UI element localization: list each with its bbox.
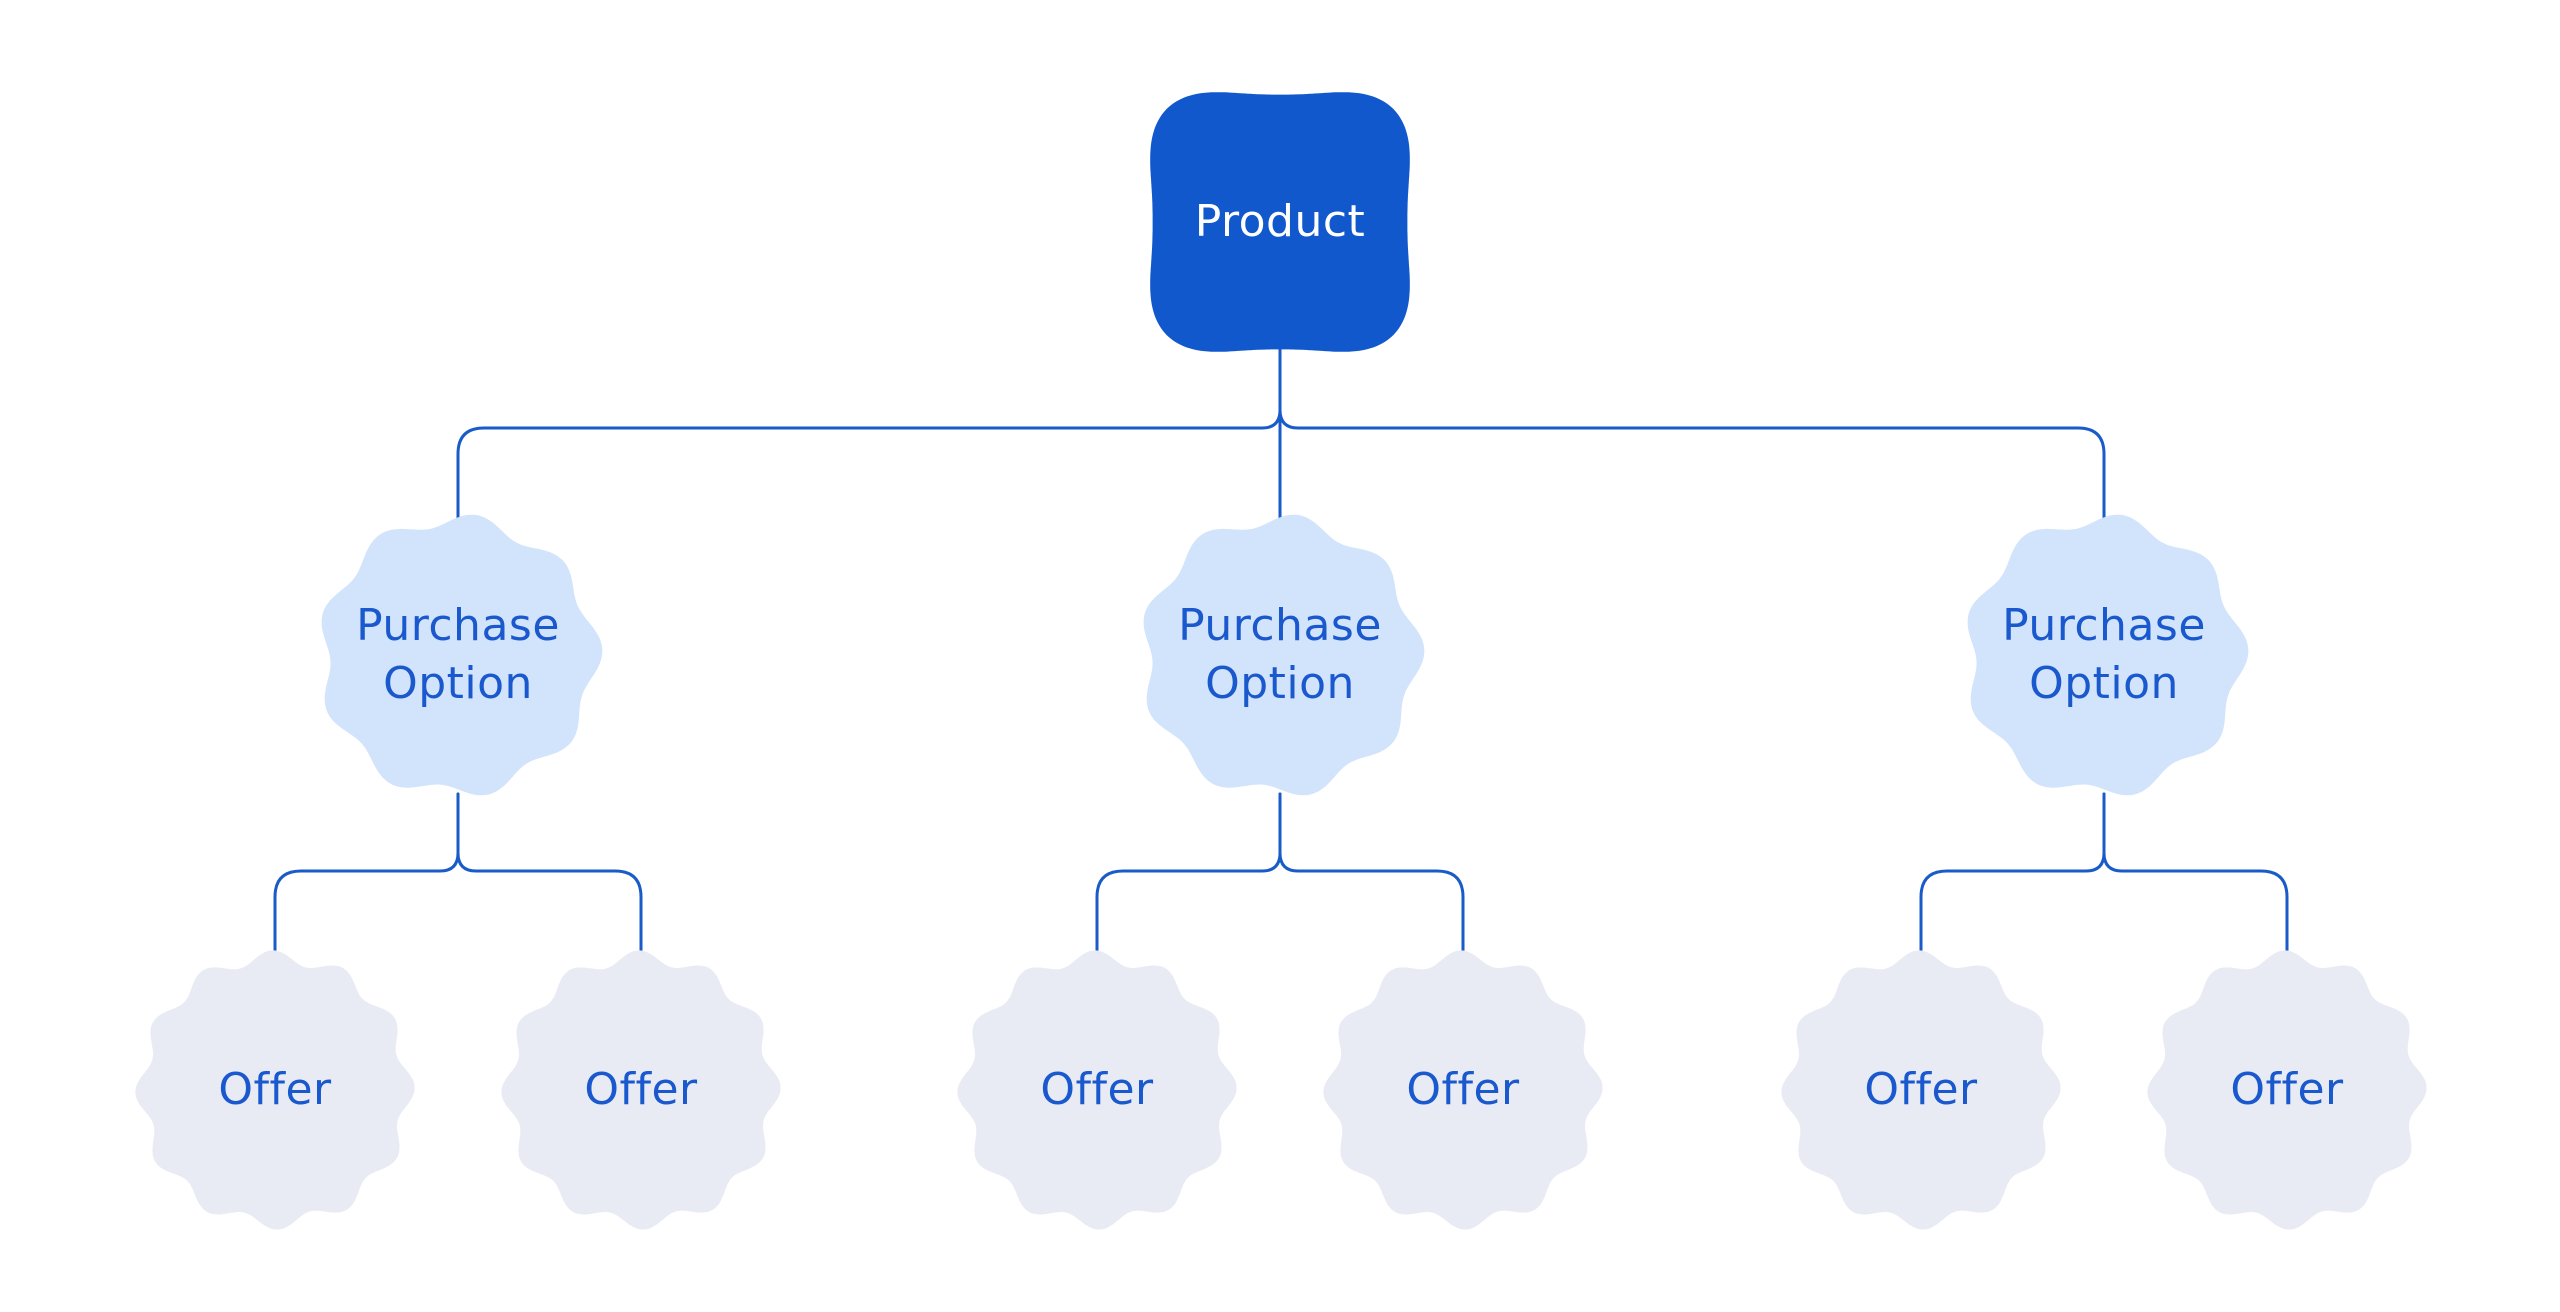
offer-node-shape — [957, 950, 1237, 1230]
purchase-option-node-shape — [1143, 514, 1425, 796]
purchase-option-label-line2: Option — [2029, 658, 2179, 709]
purchase-option-node-label: Purchase Option — [356, 597, 560, 713]
connector-po1-to-offer1 — [273, 792, 460, 952]
offer-node-label: Offer — [1040, 1064, 1154, 1115]
offer-node-shape — [135, 950, 415, 1230]
offer-node-shape — [1323, 950, 1603, 1230]
offer-node-label: Offer — [1406, 1064, 1520, 1115]
connector-root-to-po-right — [1278, 348, 2106, 520]
product-node-shape — [1150, 92, 1410, 352]
purchase-option-label-line1: Purchase — [1178, 600, 1382, 651]
connector-lines — [273, 348, 2289, 952]
offer-node-label: Offer — [584, 1064, 698, 1115]
purchase-option-node-label: Purchase Option — [2002, 597, 2206, 713]
connector-po2-to-offer2 — [1278, 792, 1465, 952]
offer-node-label: Offer — [2230, 1064, 2344, 1115]
connector-po2-to-offer1 — [1095, 792, 1282, 952]
connector-po1-to-offer2 — [456, 792, 643, 952]
purchase-option-node-shape — [321, 514, 603, 796]
product-node-label: Product — [1194, 196, 1366, 247]
offer-node-shape — [501, 950, 781, 1230]
connector-root-to-po-left — [456, 348, 1282, 520]
purchase-option-node-shape — [1967, 514, 2249, 796]
purchase-option-label-line2: Option — [383, 658, 533, 709]
purchase-option-label-line1: Purchase — [356, 600, 560, 651]
purchase-option-label-line2: Option — [1205, 658, 1355, 709]
offer-node-shape — [1781, 950, 2061, 1230]
purchase-option-node-label: Purchase Option — [1178, 597, 1382, 713]
offer-node-label: Offer — [218, 1064, 332, 1115]
offer-node-shape — [2147, 950, 2427, 1230]
node-shapes — [135, 92, 2427, 1230]
purchase-option-label-line1: Purchase — [2002, 600, 2206, 651]
offer-node-label: Offer — [1864, 1064, 1978, 1115]
connector-po3-to-offer1 — [1919, 792, 2106, 952]
connector-po3-to-offer2 — [2102, 792, 2289, 952]
